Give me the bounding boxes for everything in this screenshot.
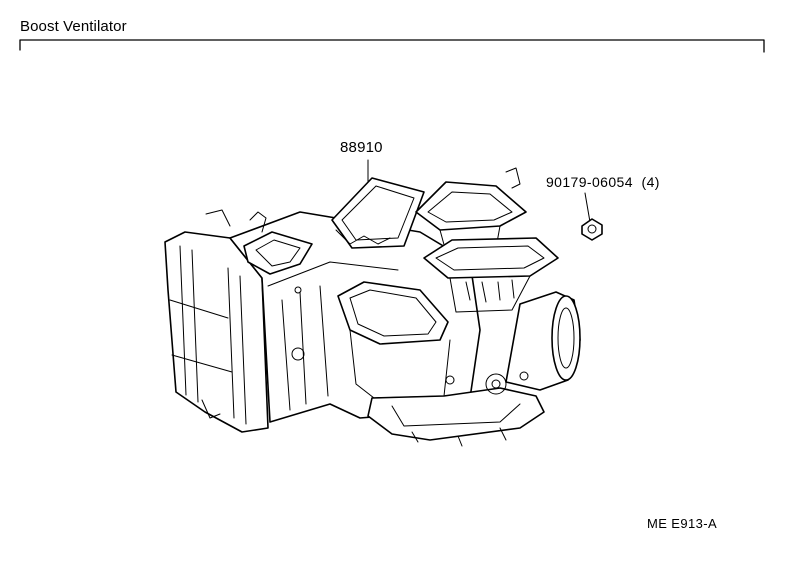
- callout-nut-quantity: (4): [641, 174, 660, 190]
- page-title: Boost Ventilator: [20, 18, 127, 35]
- callout-nut: 90179-06054 (4): [546, 174, 660, 190]
- callout-nut-part-number: 90179-06054: [546, 174, 633, 190]
- blower-unit-drawing: [164, 167, 581, 447]
- header-frame: [19, 39, 765, 53]
- nut-icon: [581, 218, 603, 241]
- leader-lines: [367, 159, 591, 223]
- callout-blower-unit: 88910: [340, 139, 383, 156]
- diagram-code: ME E913-A: [647, 516, 718, 531]
